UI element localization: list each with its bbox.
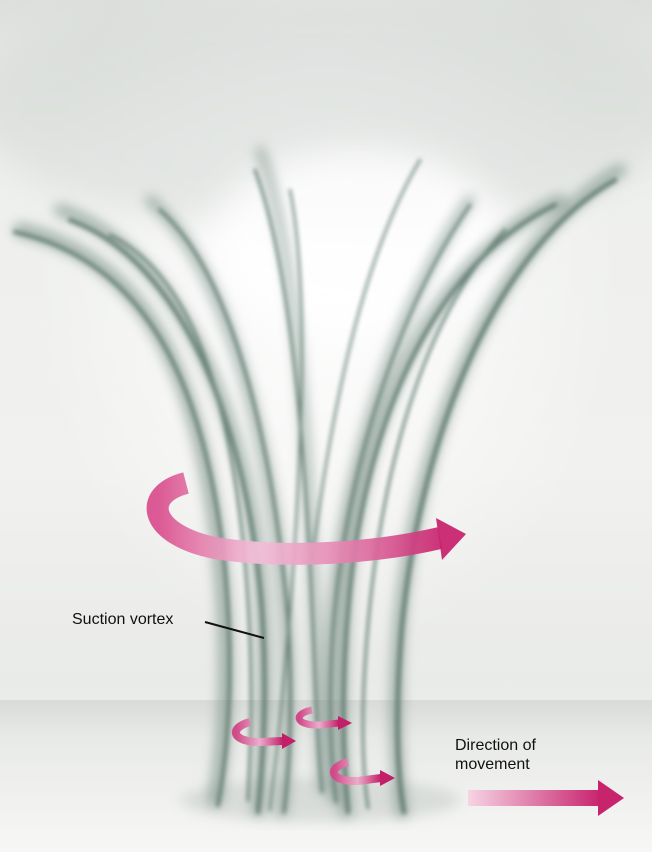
direction-of-movement-label: Direction of movement (455, 736, 536, 774)
suction-vortex-label: Suction vortex (72, 610, 173, 629)
direction-label-line2: movement (455, 755, 536, 774)
direction-label-line1: Direction of (455, 736, 536, 755)
cloud-highlight (210, 150, 510, 330)
